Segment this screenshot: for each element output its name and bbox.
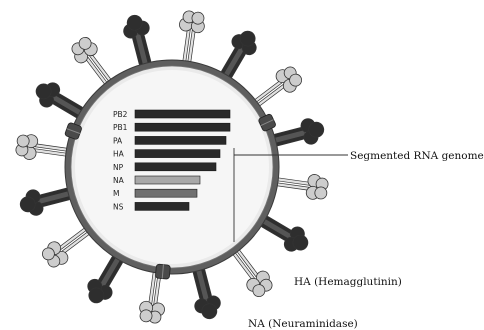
segment-bar [135,176,200,184]
segment-bar [135,123,230,131]
ha-spike [120,12,158,68]
segment-label: NS [113,202,124,211]
m2-channel [155,264,170,279]
na-spike [274,169,329,201]
ha-callout-label: HA (Hemagglutinin) [294,276,402,288]
segment-label: PB2 [113,110,128,119]
segment-label: NA [113,176,125,185]
segment-bar [135,163,216,171]
na-spike [174,10,206,65]
segment-bar [135,150,220,158]
segment-label: PB1 [113,123,128,132]
segment-bar [135,202,189,210]
ha-spike [270,115,326,153]
ha-spike [17,181,73,219]
segment-bar [135,110,230,118]
segment-bar [135,189,197,197]
segment-label: NP [113,163,124,172]
segment-label: HA [113,150,125,159]
segment-label: PA [113,136,123,145]
genome-callout-label: Segmented RNA genome [350,150,484,162]
ha-spike [186,265,224,321]
na-callout-label: NA (Neuraminidase) [248,318,358,330]
segment-bar [135,136,226,144]
na-spike [15,133,70,165]
segment-label: M [113,189,119,198]
